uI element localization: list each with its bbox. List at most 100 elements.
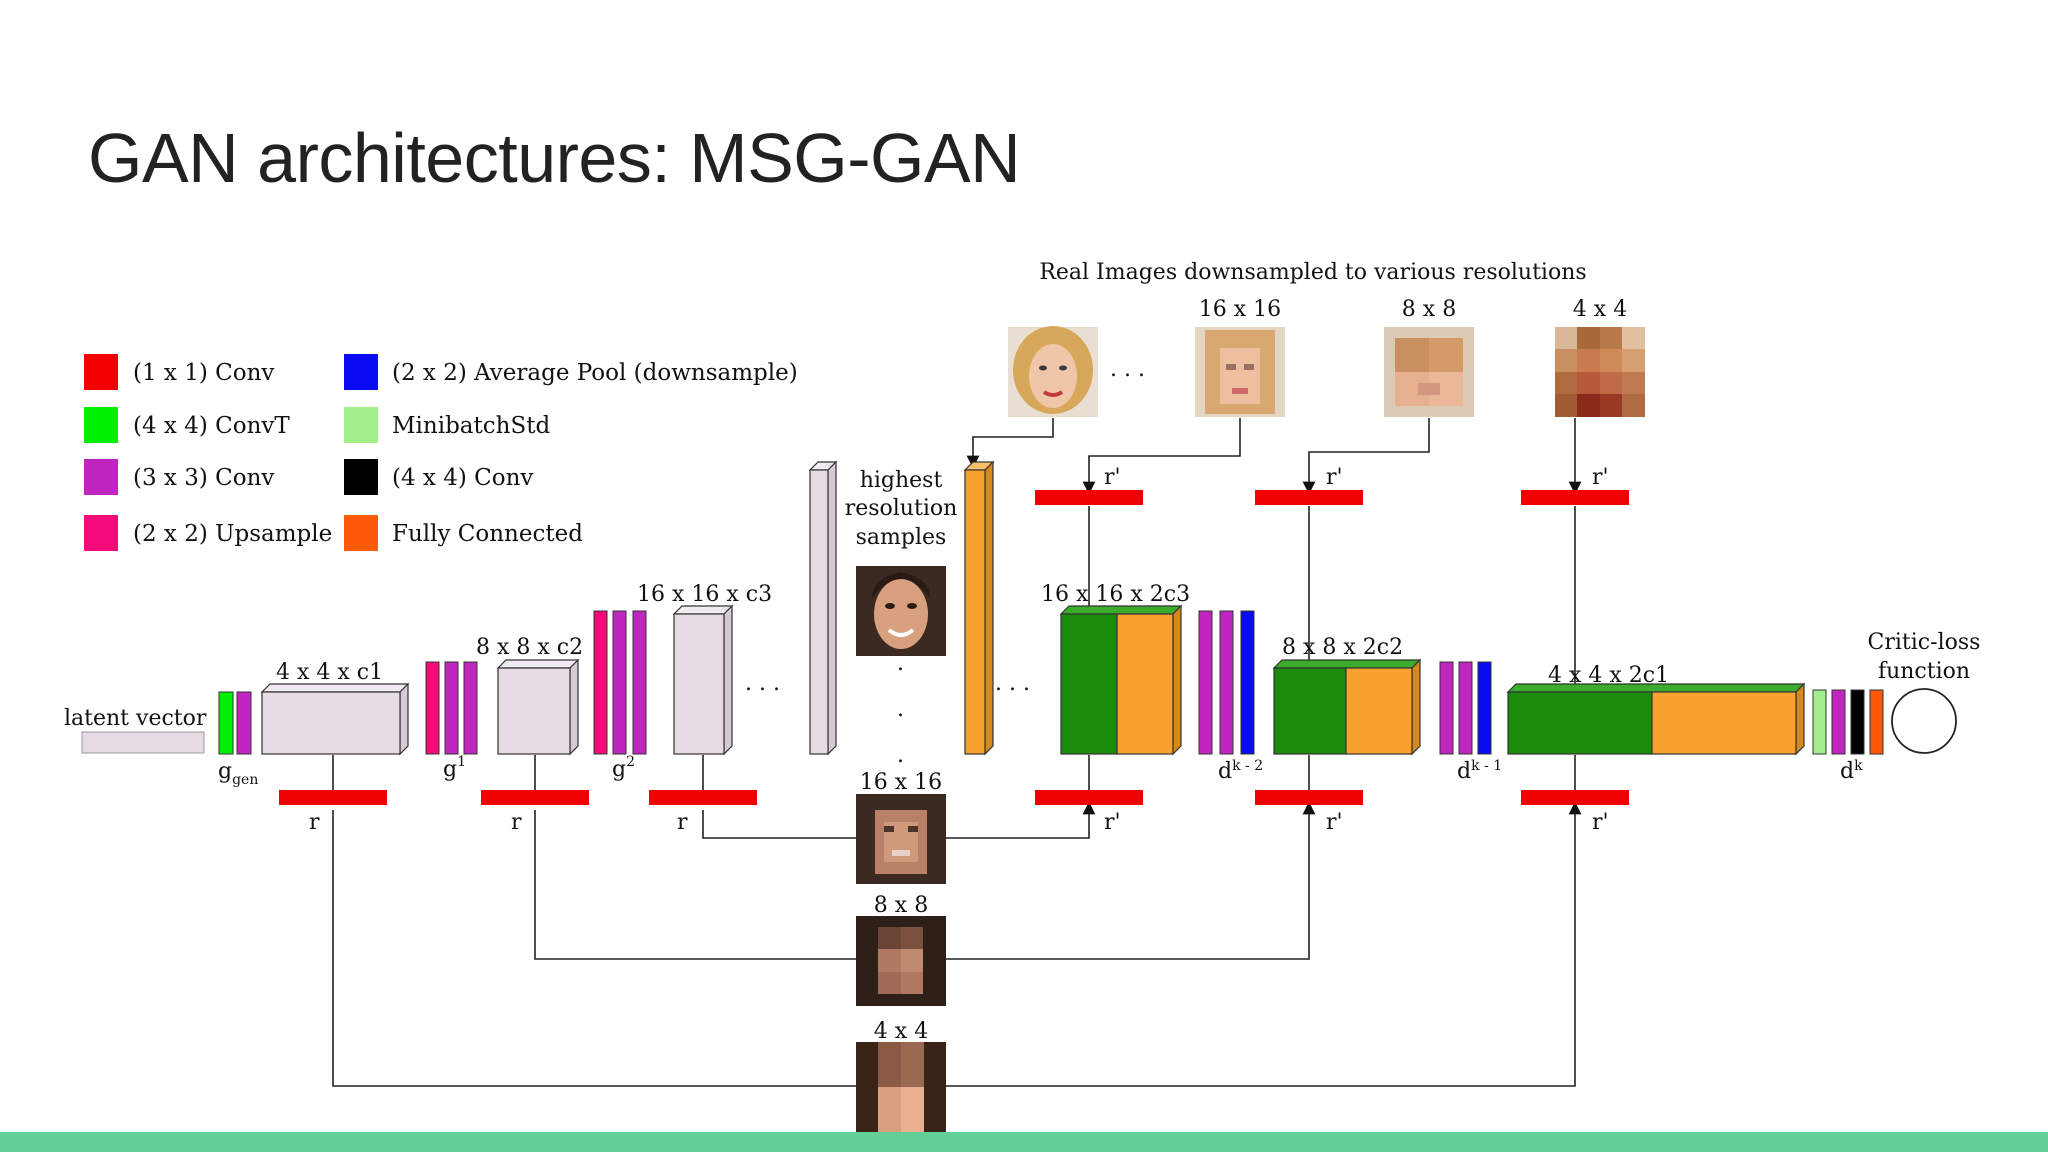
dk2-label: dk - 2 — [1218, 758, 1263, 784]
disc-block-8x8 — [1272, 658, 1422, 756]
dk1-avgpool-layer — [1477, 661, 1492, 755]
disc-block-4x4 — [1506, 682, 1806, 756]
real-face-4x4 — [1555, 327, 1645, 417]
gen-block-16x16 — [672, 604, 734, 756]
ggen-convt-layer — [218, 691, 234, 755]
disc-block-16x16-label: 16 x 16 x 2c3 — [1041, 582, 1190, 607]
bottom-rprime-label-2: r' — [1326, 810, 1343, 835]
real-4x4-label: 4 x 4 — [1573, 297, 1627, 322]
sample-face-16x16 — [856, 794, 946, 884]
gen-block-4x4-label: 4 x 4 x c1 — [276, 660, 383, 685]
dk2-conv-layer-b — [1219, 610, 1234, 755]
samples-vertical-dots: . — [897, 651, 904, 676]
legend-label-4x4-convt: (4 x 4) ConvT — [133, 413, 290, 439]
highest-res-label-line2: resolution — [845, 496, 958, 521]
real-8x8-label: 8 x 8 — [1402, 297, 1456, 322]
disc-ellipsis: . . . — [995, 671, 1030, 696]
gen-block-4x4 — [260, 682, 410, 756]
gen-block-16x16-label: 16 x 16 x c3 — [637, 582, 772, 607]
gen-block-final — [808, 460, 838, 756]
real-face-16x16 — [1195, 327, 1285, 417]
gen-block-8x8 — [496, 658, 580, 756]
legend-swatch-avgpool — [344, 354, 378, 390]
dk2-avgpool-layer — [1240, 610, 1255, 755]
dk-fully-connected-layer — [1869, 689, 1884, 755]
g2-conv-layer-b — [632, 610, 647, 755]
top-rprime-label-3: r' — [1592, 465, 1609, 490]
connector-lines — [332, 418, 1582, 1087]
disc-block-16x16 — [1059, 604, 1183, 756]
slide-title: GAN architectures: MSG-GAN — [88, 119, 1021, 197]
real-images-ellipsis: . . . — [1110, 357, 1145, 382]
bottom-rprime-bar-2 — [1255, 790, 1363, 805]
bottom-accent-bar — [0, 1132, 2048, 1152]
dk2-conv-layer-a — [1198, 610, 1213, 755]
latent-vector — [81, 731, 205, 754]
highest-res-label-line1: highest — [860, 468, 943, 493]
ggen-conv-layer — [236, 691, 252, 755]
bottom-rprime-label-1: r' — [1104, 810, 1121, 835]
discriminator: . . . 16 x 16 x 2c3 dk - 2 8 x 8 x 2c2 — [963, 460, 1980, 835]
top-rprime-bar-1 — [1035, 490, 1143, 505]
samples-vertical-dots-3: . — [897, 743, 904, 768]
legend: (1 x 1) Conv (4 x 4) ConvT (3 x 3) Conv … — [84, 354, 798, 551]
real-face-8x8 — [1384, 327, 1474, 417]
real-face-fullres — [1008, 326, 1098, 417]
top-rprime-bar-3 — [1521, 490, 1629, 505]
legend-swatch-1x1-conv — [84, 354, 118, 390]
g2-label: g2 — [612, 754, 635, 782]
dk1-label: dk - 1 — [1457, 758, 1502, 784]
g1-upsample-layer — [425, 661, 440, 755]
g1-label: g1 — [443, 754, 466, 782]
dk-label: dk — [1840, 758, 1863, 784]
gen-ellipsis: . . . — [745, 671, 780, 696]
g1-conv-layer-a — [444, 661, 459, 755]
generated-samples: highest resolution samples . . . 16 x 16 — [845, 468, 958, 1132]
bottom-rprime-label-3: r' — [1592, 810, 1609, 835]
dk-4x4-conv-layer — [1850, 689, 1865, 755]
legend-label-1x1-conv: (1 x 1) Conv — [133, 360, 274, 386]
generator: latent vector ggen 4 x 4 x c1 g1 8 — [64, 460, 838, 835]
legend-label-4x4-conv: (4 x 4) Conv — [392, 465, 533, 491]
g2-conv-layer-a — [612, 610, 627, 755]
g1-conv-layer-b — [463, 661, 478, 755]
dk1-conv-layer-b — [1458, 661, 1473, 755]
sample-4x4-label: 4 x 4 — [874, 1019, 928, 1044]
real-16x16-label: 16 x 16 — [1199, 297, 1281, 322]
highest-res-label-line3: samples — [856, 525, 947, 550]
disc-block-8x8-label: 8 x 8 x 2c2 — [1282, 635, 1403, 660]
r-bar-1 — [279, 790, 387, 805]
disc-input-highres — [963, 460, 995, 756]
r-label-2: r — [511, 810, 522, 835]
gen-block-8x8-label: 8 x 8 x c2 — [476, 635, 583, 660]
dk1-conv-layer-a — [1439, 661, 1454, 755]
samples-vertical-dots-2: . — [897, 697, 904, 722]
dk-minibatchstd-layer — [1812, 689, 1827, 755]
legend-swatch-minibatchstd — [344, 407, 378, 443]
ggen-label: ggen — [218, 759, 258, 788]
top-rprime-bar-2 — [1255, 490, 1363, 505]
bottom-rprime-bar-1 — [1035, 790, 1143, 805]
legend-label-minibatchstd: MinibatchStd — [392, 413, 550, 439]
sample-face-4x4 — [856, 1042, 946, 1132]
sample-face-8x8 — [856, 916, 946, 1006]
legend-swatch-4x4-conv — [344, 459, 378, 495]
dk-conv-layer — [1831, 689, 1846, 755]
legend-label-3x3-conv: (3 x 3) Conv — [133, 465, 274, 491]
legend-swatch-fully-connected — [344, 515, 378, 551]
sample-8x8-label: 8 x 8 — [874, 893, 928, 918]
legend-label-fully-connected: Fully Connected — [392, 521, 583, 547]
top-rprime-label-1: r' — [1104, 465, 1121, 490]
critic-loss-node — [1891, 688, 1957, 754]
real-images: Real Images downsampled to various resol… — [1008, 260, 1645, 505]
legend-swatch-upsample — [84, 515, 118, 551]
legend-swatch-3x3-conv — [84, 459, 118, 495]
g2-upsample-layer — [593, 610, 608, 755]
latent-vector-label: latent vector — [64, 706, 207, 731]
real-images-header: Real Images downsampled to various resol… — [1039, 260, 1586, 285]
legend-swatch-4x4-convt — [84, 407, 118, 443]
sample-face-highres — [856, 566, 946, 656]
disc-block-4x4-label: 4 x 4 x 2c1 — [1548, 663, 1669, 688]
r-bar-3 — [649, 790, 757, 805]
